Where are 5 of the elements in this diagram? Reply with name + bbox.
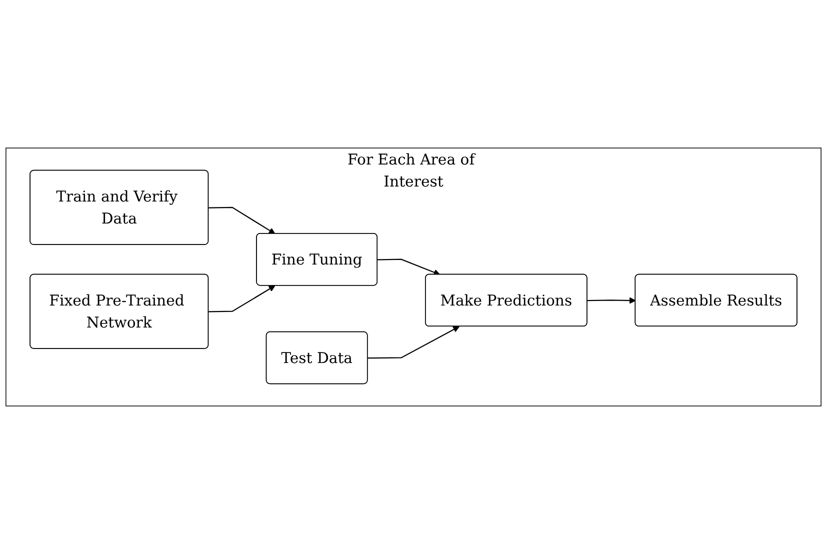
- arrow: [378, 258, 440, 276]
- arrow: [208, 285, 276, 312]
- arrow: [587, 297, 636, 304]
- arrow: [208, 206, 276, 234]
- arrow: [368, 326, 460, 359]
